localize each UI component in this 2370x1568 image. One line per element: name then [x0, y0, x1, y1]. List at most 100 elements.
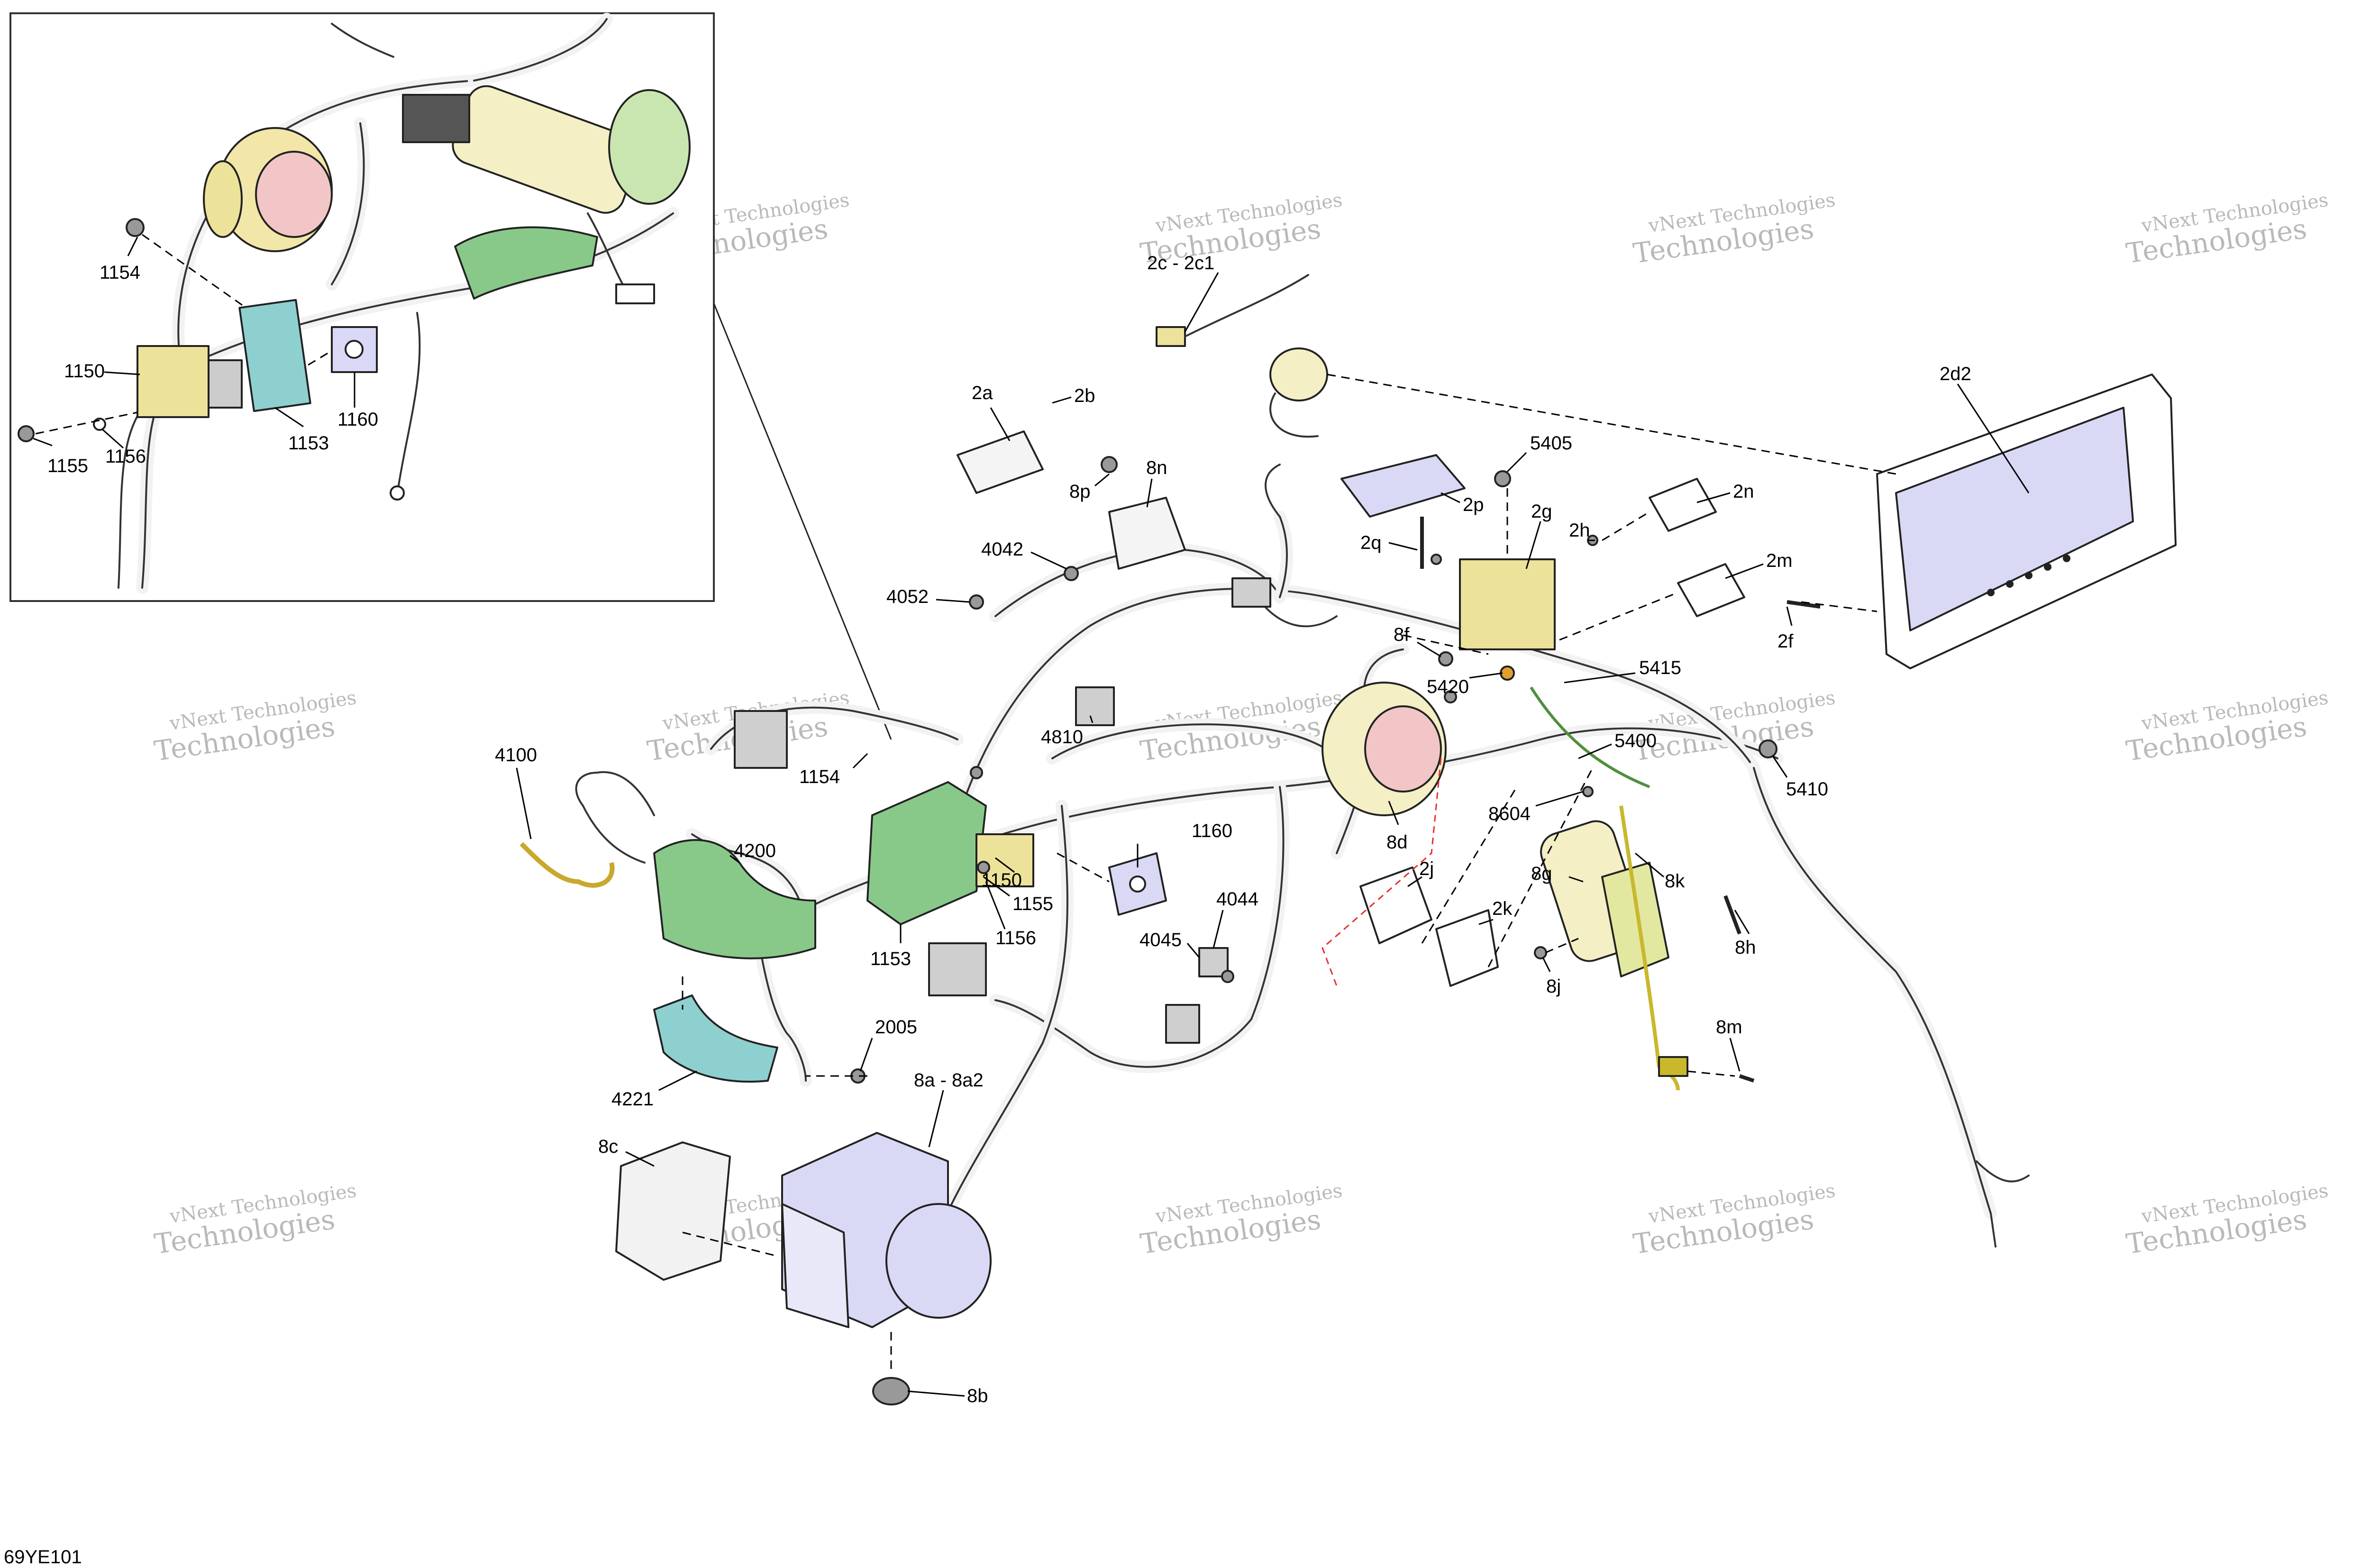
callout-8g: 8g	[1531, 863, 1584, 884]
label-2a: 2a	[972, 383, 993, 403]
connector-4044	[1198, 947, 1229, 977]
callout-8j: 8j	[1542, 957, 1561, 997]
label-5400: 5400	[1614, 730, 1657, 751]
horn-8d	[1322, 682, 1447, 816]
callout-8k: 8k	[1635, 852, 1685, 892]
inset-callout-1156: 1156	[101, 428, 146, 467]
callout-2a: 2a	[972, 383, 1011, 441]
watermark: vNext Technologies Technologies	[2124, 1180, 2330, 1260]
nut-4044	[1221, 970, 1234, 983]
label-8g: 8g	[1531, 863, 1552, 884]
watermark: vNext Technologies Technologies	[1138, 1180, 1344, 1260]
figure-id: 69YE101	[4, 1547, 82, 1568]
callout-8c: 8c	[598, 1136, 655, 1167]
label-2d2: 2d2	[1940, 364, 1971, 384]
label-4042: 4042	[981, 539, 1023, 560]
screw-1155	[970, 766, 983, 779]
module-1153	[866, 781, 987, 925]
connector-4810	[1075, 686, 1115, 726]
callout-8f: 8f	[1394, 624, 1441, 657]
display-2d2	[1876, 374, 2177, 669]
callout-8n: 8n	[1146, 457, 1167, 508]
bracket-2k	[1435, 909, 1499, 987]
callout-4044: 4044	[1212, 889, 1258, 948]
connector-1154	[734, 710, 788, 769]
callout-8h: 8h	[1734, 910, 1756, 958]
part-5420b	[1444, 690, 1457, 703]
connector-8m	[1658, 1056, 1688, 1077]
callout-2m: 2m	[1725, 550, 1793, 579]
connector-ecu	[928, 942, 987, 996]
watermark: vNext Technologies Technologies	[1631, 189, 1837, 270]
watermark: vNext Technologies Technologies	[1631, 1180, 1837, 1260]
callout-1153: 1153	[870, 924, 911, 969]
label-2k: 2k	[1492, 898, 1513, 919]
callout-2n: 2n	[1696, 481, 1754, 503]
watermark: vNext Technologies Technologies	[2124, 687, 2330, 767]
inset-labels: 1154 1150 1160 1155 1156 1153	[33, 237, 378, 476]
screw-8f	[1438, 651, 1453, 666]
grommet-8b	[872, 1377, 910, 1405]
inset-label-1160: 1160	[337, 409, 378, 430]
bracket-8c	[615, 1141, 731, 1281]
module-2g	[1459, 558, 1556, 650]
callout-2k: 2k	[1478, 898, 1513, 925]
callout-2h: 2h	[1569, 520, 1595, 541]
callout-4042: 4042	[981, 539, 1067, 570]
wire-4100	[520, 842, 615, 888]
label-4200: 4200	[734, 840, 776, 861]
screw-8m	[1739, 1074, 1755, 1083]
main-parts	[520, 274, 2177, 1405]
inset-label-1153: 1153	[288, 433, 329, 454]
label-4221: 4221	[611, 1089, 654, 1110]
label-2c-2c1: 2c - 2c1	[1147, 253, 1214, 273]
connector-4045	[1165, 1004, 1200, 1044]
module-2p	[1340, 454, 1466, 518]
inset-callout-1154: 1154	[100, 237, 140, 283]
callout-2d2: 2d2	[1940, 364, 2030, 493]
inset-label-1155: 1155	[47, 456, 88, 476]
bracket-2j	[1359, 866, 1432, 944]
label-8n: 8n	[1146, 457, 1167, 478]
callout-2j: 2j	[1407, 858, 1434, 887]
label-5410: 5410	[1786, 779, 1828, 800]
label-2f: 2f	[1778, 631, 1794, 652]
cover-4221	[653, 994, 778, 1083]
callout-5400: 5400	[1578, 730, 1657, 759]
callout-5415: 5415	[1564, 657, 1681, 684]
callout-4045: 4045	[1139, 930, 1200, 958]
inset-label-1156: 1156	[105, 446, 146, 467]
label-1154: 1154	[799, 766, 840, 787]
explosion-lines	[682, 374, 1896, 1375]
label-4045: 4045	[1139, 930, 1182, 950]
callout-2f: 2f	[1778, 606, 1794, 652]
label-8h: 8h	[1735, 937, 1756, 958]
ground-wire-5400	[1530, 686, 1650, 788]
callout-2q: 2q	[1360, 532, 1418, 553]
label-2j: 2j	[1419, 858, 1434, 879]
label-1153: 1153	[870, 948, 911, 969]
connector-main	[1231, 577, 1271, 608]
callout-8p: 8p	[1069, 473, 1110, 502]
callout-5405: 5405	[1506, 433, 1572, 473]
callout-4100: 4100	[495, 745, 537, 839]
bracket-2m	[1677, 563, 1745, 617]
callout-8m: 8m	[1716, 1017, 1742, 1072]
label-2h: 2h	[1569, 520, 1590, 541]
callout-1156: 1156	[985, 881, 1036, 948]
inset-dash-lines	[35, 234, 332, 435]
label-8j: 8j	[1546, 976, 1561, 997]
relay-1150	[975, 833, 1034, 887]
inset-round-sensor	[203, 127, 333, 252]
callout-4221: 4221	[611, 1070, 697, 1110]
label-8k: 8k	[1665, 871, 1685, 892]
label-2p: 2p	[1463, 494, 1484, 515]
label-1155: 1155	[1012, 893, 1053, 914]
watermark: vNext Technologies Technologies	[152, 687, 358, 767]
nut-8j	[1534, 946, 1547, 959]
cover-4200	[653, 839, 816, 959]
callout-5420: 5420	[1427, 672, 1503, 697]
washer-1156	[977, 861, 990, 874]
callout-4052: 4052	[886, 586, 970, 607]
